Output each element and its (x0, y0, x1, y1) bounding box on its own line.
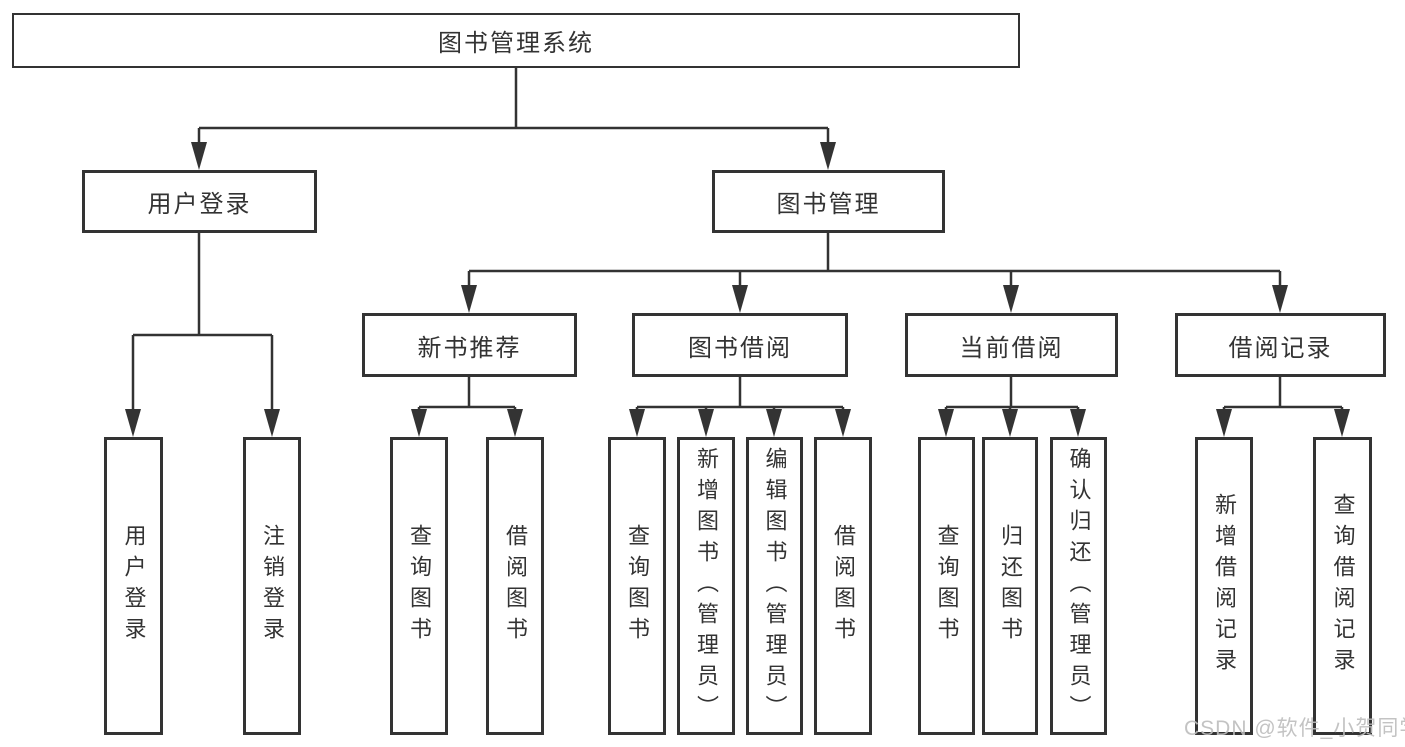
arrowhead-icon (698, 409, 714, 437)
connector-path (131, 233, 274, 419)
node-cb-confirm-return: 确认归还（管理员） (1050, 437, 1107, 735)
node-borrowing-records: 借阅记录 (1175, 313, 1386, 377)
node-label: 查询图书 (934, 524, 960, 648)
node-book-management: 图书管理 (712, 170, 945, 233)
node-label: 新书推荐 (417, 334, 522, 362)
node-logout-action: 注销登录 (243, 437, 301, 735)
node-label: 新增图书（管理员） (694, 446, 719, 726)
arrowhead-icon (938, 409, 954, 437)
arrowhead-icon (125, 409, 141, 437)
node-cb-query-book: 查询图书 (918, 437, 975, 735)
arrowhead-icon (732, 285, 748, 313)
node-label: 查询图书 (625, 524, 650, 648)
node-cb-return-book: 归还图书 (982, 437, 1038, 735)
node-label: 注销登录 (260, 524, 285, 648)
node-label: 借阅记录 (1228, 334, 1333, 362)
arrowhead-icon (507, 409, 523, 437)
node-nb-borrow-book: 借阅图书 (486, 437, 544, 735)
node-label: 当前借阅 (959, 334, 1064, 362)
node-br-query-record: 查询借阅记录 (1313, 437, 1372, 735)
node-label: 用户登录 (121, 524, 147, 648)
node-br-add-record: 新增借阅记录 (1195, 437, 1253, 735)
node-label: 归还图书 (998, 524, 1023, 648)
node-bb-add-book: 新增图书（管理员） (677, 437, 735, 735)
node-label: 新增借阅记录 (1212, 493, 1237, 679)
arrowhead-icon (835, 409, 851, 437)
node-nb-query-book: 查询图书 (390, 437, 448, 735)
arrowhead-icon (1003, 285, 1019, 313)
node-label: 确认归还（管理员） (1066, 446, 1092, 726)
node-bb-query-book: 查询图书 (608, 437, 666, 735)
arrowhead-icon (766, 409, 782, 437)
node-current-borrowing: 当前借阅 (905, 313, 1118, 377)
node-label: 借阅图书 (503, 524, 528, 648)
node-bb-edit-book: 编辑图书（管理员） (746, 437, 803, 735)
node-label: 查询借阅记录 (1330, 493, 1356, 679)
node-user-login-action: 用户登录 (104, 437, 163, 735)
arrowhead-icon (1216, 409, 1232, 437)
connector-path (1222, 377, 1344, 419)
node-new-book-recommend: 新书推荐 (362, 313, 577, 377)
arrowhead-icon (820, 142, 836, 170)
arrowhead-icon (1002, 409, 1018, 437)
arrowhead-icon (629, 409, 645, 437)
node-label: 借阅图书 (831, 524, 856, 648)
node-library-system: 图书管理系统 (12, 13, 1020, 68)
node-bb-borrow-book: 借阅图书 (814, 437, 872, 735)
arrowhead-icon (191, 142, 207, 170)
connector-path (635, 377, 845, 419)
arrowhead-icon (1070, 409, 1086, 437)
arrowhead-icon (461, 285, 477, 313)
connector-path (417, 377, 517, 419)
watermark: CSDN @软件_小贺同学 (1184, 717, 1405, 740)
connector-path (197, 68, 830, 152)
arrowhead-icon (411, 409, 427, 437)
node-label: 编辑图书（管理员） (762, 446, 788, 726)
node-label: 用户登录 (147, 191, 252, 218)
node-book-borrowing: 图书借阅 (632, 313, 848, 377)
node-label: 图书管理系统 (438, 30, 594, 57)
node-user-login: 用户登录 (82, 170, 317, 233)
node-label: 图书管理 (776, 191, 881, 218)
node-label: 图书借阅 (688, 334, 792, 362)
arrowhead-icon (1334, 409, 1350, 437)
connector-path (467, 233, 1282, 295)
arrowhead-icon (1272, 285, 1288, 313)
arrowhead-icon (264, 409, 280, 437)
node-label: 查询图书 (407, 524, 432, 648)
